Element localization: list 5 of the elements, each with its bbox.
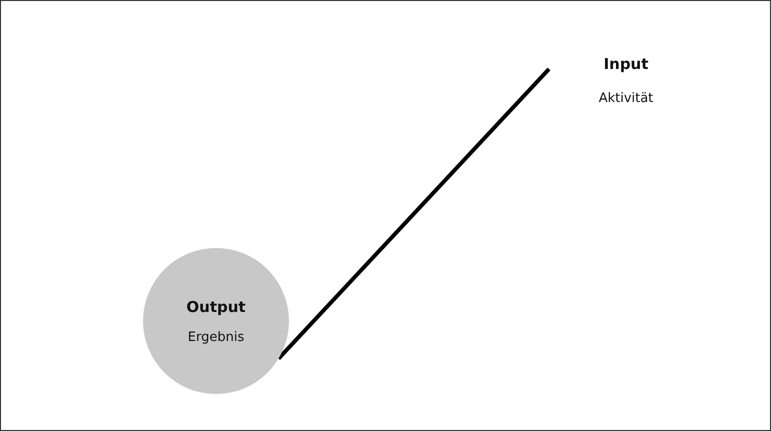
heading: Output (186, 298, 246, 316)
subtitle: Aktivität (598, 90, 654, 106)
heading: Input (604, 54, 648, 72)
diagonal-line (277, 68, 550, 360)
subtitle: Ergebnis (188, 330, 244, 344)
